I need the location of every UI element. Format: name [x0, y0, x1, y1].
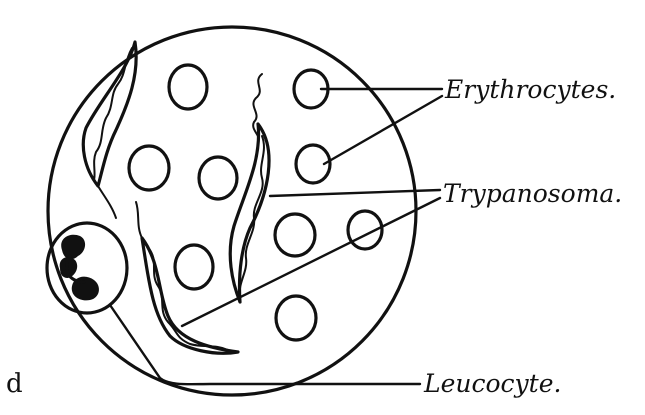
trypanosoma-leader	[182, 198, 440, 326]
trypanosome-undulating-membrane	[150, 250, 228, 350]
trypanosome-body	[142, 238, 238, 353]
erythrocyte	[199, 157, 237, 199]
erythrocyte	[169, 65, 207, 109]
trypanosome-flagellum	[98, 186, 116, 218]
erythrocyte	[276, 296, 316, 340]
erythrocyte	[175, 245, 213, 289]
erythrocyte	[275, 214, 315, 256]
leucocyte-nucleus-lobe	[61, 235, 85, 260]
trypanosome-undulating-membrane	[240, 136, 264, 296]
leucocyte-cell	[47, 223, 127, 313]
leucocyte-label: Leucocyte.	[423, 369, 561, 398]
erythrocytes-label: Erythrocytes.	[444, 75, 616, 104]
trypanosome-undulating-membrane	[94, 48, 132, 180]
trypanosoma-label: Trypanosoma.	[443, 179, 622, 208]
trypanosome-flagellum	[136, 202, 142, 238]
panel-letter: d	[6, 369, 23, 399]
leucocyte-leader	[110, 305, 420, 384]
erythrocytes-group	[129, 65, 382, 340]
erythrocyte	[129, 146, 169, 190]
